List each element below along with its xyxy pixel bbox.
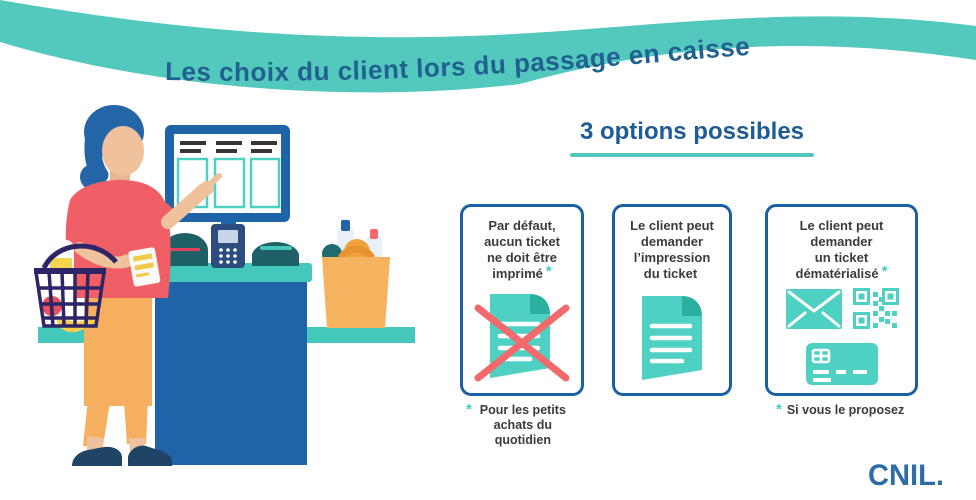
payment-card-icon bbox=[805, 343, 878, 385]
option-card-default-no-ticket: Par défaut, aucun ticket ne doit être im… bbox=[460, 204, 584, 396]
asterisk: * bbox=[881, 263, 888, 280]
banner-ribbon bbox=[0, 0, 976, 93]
left-shelf bbox=[38, 327, 98, 343]
payment-terminal bbox=[211, 224, 245, 268]
barcode-scanner-right bbox=[252, 242, 299, 266]
self-checkout-screen bbox=[165, 125, 290, 234]
right-shelf bbox=[306, 327, 415, 343]
footnote-if-offered: * Si vous le proposez bbox=[776, 401, 905, 418]
asterisk: * bbox=[776, 401, 782, 418]
checkout-counter-top bbox=[150, 263, 312, 282]
product-box bbox=[128, 247, 161, 287]
option-card-dematerialised-ticket: Le client peut demander un ticket dématé… bbox=[765, 204, 918, 396]
checkout-counter-body bbox=[155, 280, 307, 465]
crossed-receipt-icon bbox=[474, 294, 570, 382]
shopping-bag bbox=[322, 220, 390, 328]
option-card-title: Par défaut, aucun ticket ne doit être im… bbox=[484, 218, 560, 281]
option-card-printed-ticket: Le client peut demander l’impression du … bbox=[612, 204, 732, 396]
asterisk: * bbox=[466, 401, 472, 418]
receipt-icon bbox=[642, 296, 702, 380]
barcode-scanner-left bbox=[162, 233, 208, 266]
asterisk: * bbox=[545, 263, 552, 280]
checkout-illustration bbox=[33, 105, 415, 466]
heading-underline bbox=[570, 153, 814, 157]
cnil-logo: CNIL. bbox=[868, 459, 944, 492]
customer-legs bbox=[72, 294, 173, 466]
red-cross bbox=[474, 304, 570, 382]
qr-code-icon bbox=[852, 288, 899, 329]
option-card-title: Le client peut demander un ticket dématé… bbox=[795, 218, 888, 281]
envelope-icon bbox=[785, 289, 842, 329]
customer-face bbox=[102, 126, 144, 176]
footnote-small-purchases: * Pour les petits achats du quotidien bbox=[466, 401, 566, 447]
digital-ticket-icons bbox=[785, 288, 899, 330]
option-card-title: Le client peut demander l’impression du … bbox=[630, 218, 714, 281]
shopping-basket bbox=[33, 243, 118, 328]
options-heading: 3 options possibles bbox=[579, 118, 805, 145]
